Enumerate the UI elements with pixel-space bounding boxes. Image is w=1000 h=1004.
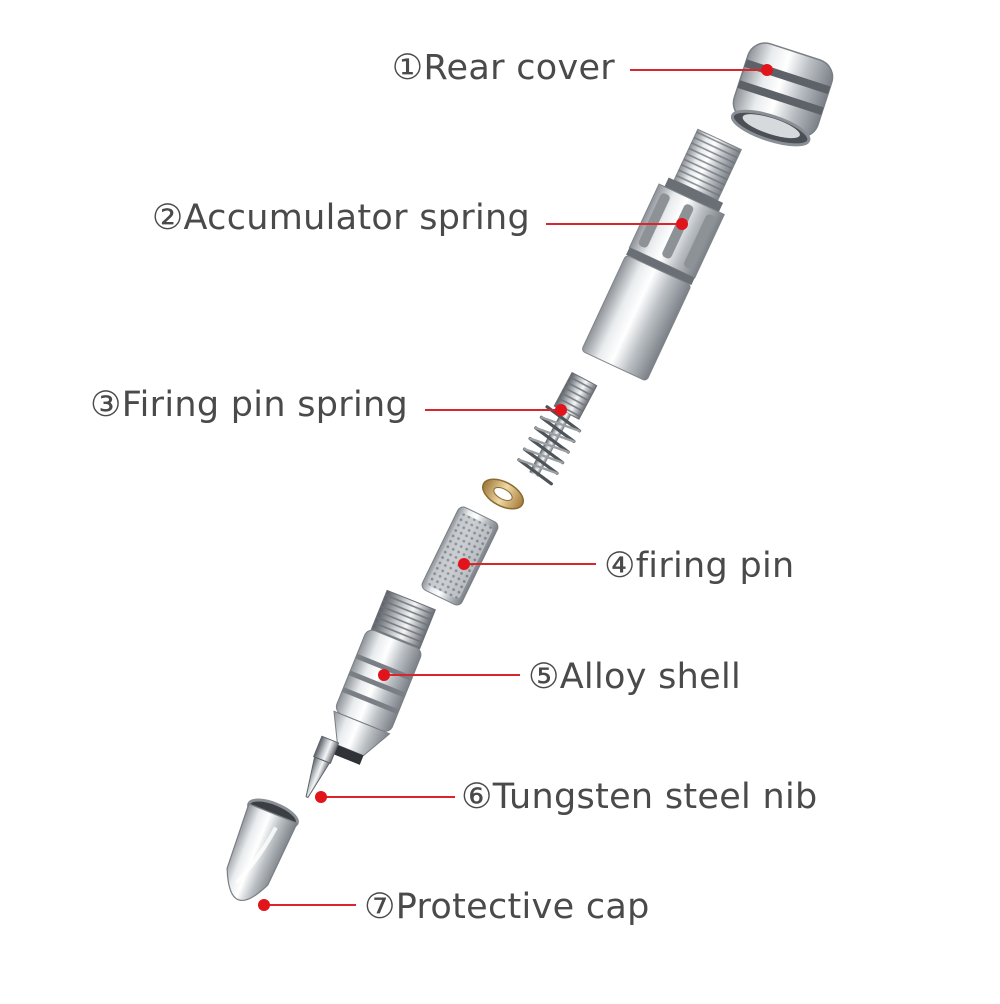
part-name: Accumulator spring — [183, 198, 530, 238]
part-number: ③ — [90, 385, 122, 425]
accumulator-body-part — [582, 128, 742, 381]
callout-dot — [458, 558, 470, 570]
part-label: ⑥Tungsten steel nib — [461, 777, 818, 817]
part-number: ⑦ — [364, 887, 396, 927]
part-label: ①Rear cover — [392, 48, 615, 88]
part-name: firing pin — [635, 546, 795, 586]
rear-cover-part — [730, 42, 834, 147]
part-number: ② — [151, 198, 184, 238]
part-name: Alloy shell — [559, 657, 742, 697]
firing-pin-part — [421, 506, 499, 606]
part-label: ⑦Protective cap — [364, 887, 650, 927]
part-name: Firing pin spring — [121, 385, 408, 425]
part-number: ⑥ — [461, 777, 493, 817]
callout-dot — [258, 899, 270, 911]
part-number: ⑤ — [528, 657, 560, 697]
part-label: ④firing pin — [604, 546, 795, 586]
tungsten-nib-part — [305, 735, 340, 799]
callout-dot — [555, 404, 567, 416]
brass-washer-part — [482, 478, 524, 510]
callout-dot — [761, 64, 773, 76]
callout-dot — [378, 669, 390, 681]
part-label: ③Firing pin spring — [90, 385, 408, 425]
part-label: ⑤Alloy shell — [528, 657, 741, 697]
callout-lines — [258, 64, 773, 911]
part-name: Tungsten steel nib — [492, 777, 818, 817]
callout-dot — [315, 791, 327, 803]
part-number: ① — [391, 48, 424, 88]
protective-cap-part — [226, 798, 299, 902]
part-name: Rear cover — [423, 48, 615, 88]
part-label: ②Accumulator spring — [152, 198, 530, 238]
part-number: ④ — [604, 546, 636, 586]
firing-pin-spring-part — [517, 371, 598, 486]
callout-dot — [676, 218, 688, 230]
part-name: Protective cap — [395, 887, 650, 927]
